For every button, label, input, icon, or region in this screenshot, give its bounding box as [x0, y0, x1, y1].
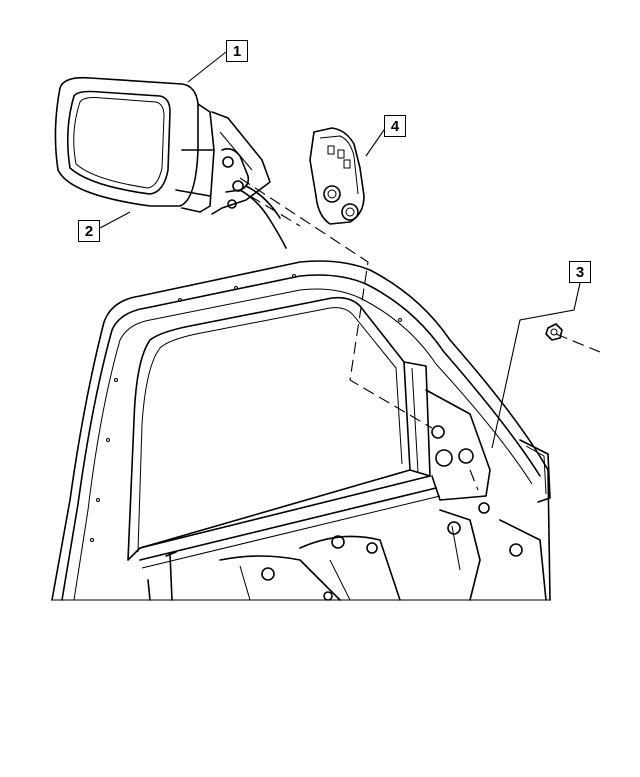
assembly-lines — [239, 177, 601, 491]
callout-4: 4 — [384, 115, 406, 137]
mirror-assembly — [54, 76, 287, 249]
nut — [545, 323, 563, 341]
leader-lines — [99, 51, 581, 449]
mirror-seal-bracket — [309, 127, 365, 225]
callout-2: 2 — [78, 220, 100, 242]
callout-1: 1 — [226, 40, 248, 62]
door-frame — [51, 260, 551, 601]
callout-3: 3 — [569, 261, 591, 283]
